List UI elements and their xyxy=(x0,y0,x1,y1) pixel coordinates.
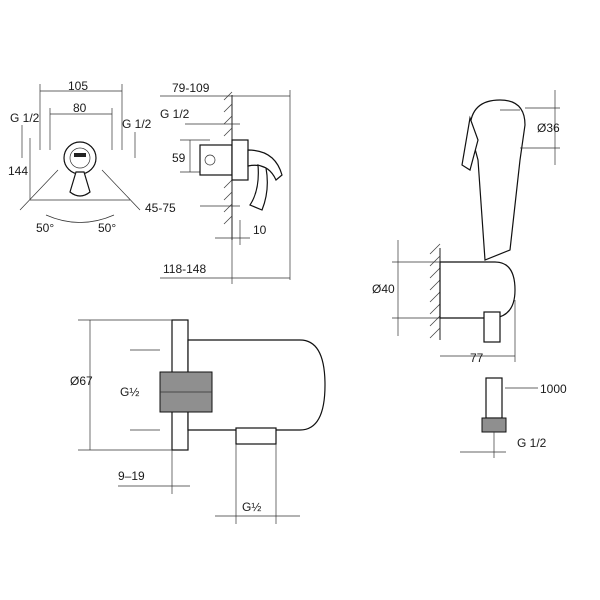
angle-right-label: 50° xyxy=(98,221,116,235)
hose-length-label: 1000 xyxy=(540,382,567,396)
dim-45-75-label: 45-75 xyxy=(145,201,176,215)
dim-10-label: 10 xyxy=(253,223,267,237)
thread-right-label: G 1/2 xyxy=(122,117,152,131)
elbow-diameter-label: Ø67 xyxy=(70,374,93,388)
holder-depth-label: 77 xyxy=(470,351,484,365)
holder-diameter-label: Ø40 xyxy=(372,282,395,296)
valve-side-view: 79-109 G 1/2 59 45-75 10 118-148 xyxy=(145,81,291,284)
hand-spray-view: Ø36 Ø40 77 1000 G 1/2 xyxy=(372,90,567,458)
elbow-outlet-thread-label: G½ xyxy=(242,500,261,514)
dim-80-label: 80 xyxy=(73,101,87,115)
elbow-range-label: 9–19 xyxy=(118,469,145,483)
wall-elbow-section: Ø67 G½ 9–19 G½ xyxy=(70,319,326,524)
hose-thread-label: G 1/2 xyxy=(517,436,547,450)
dim-118-148-label: 118-148 xyxy=(163,262,206,276)
elbow-thread-label: G½ xyxy=(120,385,139,399)
thread-left-label: G 1/2 xyxy=(10,111,40,125)
spray-diameter-label: Ø36 xyxy=(537,121,560,135)
dim-105-label: 105 xyxy=(68,79,88,93)
dim-59-label: 59 xyxy=(172,151,186,165)
dim-144-label: 144 xyxy=(8,164,28,178)
side-thread-label: G 1/2 xyxy=(160,107,190,121)
valve-front-view: 105 80 G 1/2 G 1/2 144 50° 50° xyxy=(8,79,152,235)
angle-left-label: 50° xyxy=(36,221,54,235)
dim-79-109-label: 79-109 xyxy=(172,81,210,95)
